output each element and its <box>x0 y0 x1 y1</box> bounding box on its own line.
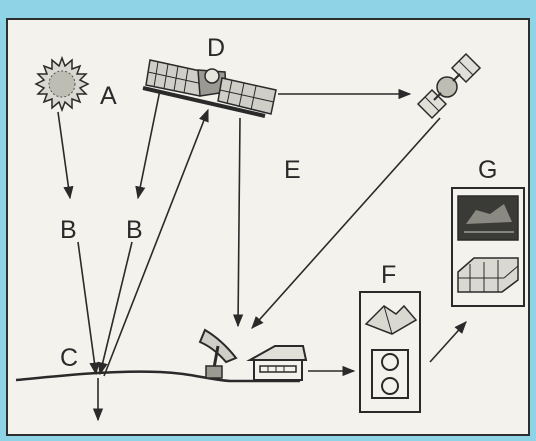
label-a: A <box>100 82 117 110</box>
dish-antenna-icon <box>200 330 236 378</box>
label-g: G <box>478 156 497 184</box>
processing-unit-icon <box>360 292 420 412</box>
arrow-f-to-g <box>430 322 466 362</box>
label-c: C <box>60 344 78 372</box>
label-b-right: B <box>126 216 143 244</box>
satellite-icon <box>143 60 276 116</box>
arrow-b-to-ground <box>78 242 96 374</box>
sun-icon <box>36 58 88 110</box>
arrow-satellite-to-antenna <box>238 118 240 326</box>
arrow-satellite-to-b <box>138 90 160 198</box>
arrow-sun-to-b <box>58 112 70 198</box>
arrow-b-to-ground-right <box>100 242 132 374</box>
label-f: F <box>381 261 396 289</box>
label-e: E <box>284 156 301 184</box>
label-d: D <box>207 34 225 62</box>
ground-station-icon <box>250 346 306 380</box>
arrow-ground-to-satellite <box>104 110 208 376</box>
comm-satellite-icon <box>418 54 480 118</box>
output-products-icon <box>452 188 524 306</box>
label-b-left: B <box>60 216 77 244</box>
